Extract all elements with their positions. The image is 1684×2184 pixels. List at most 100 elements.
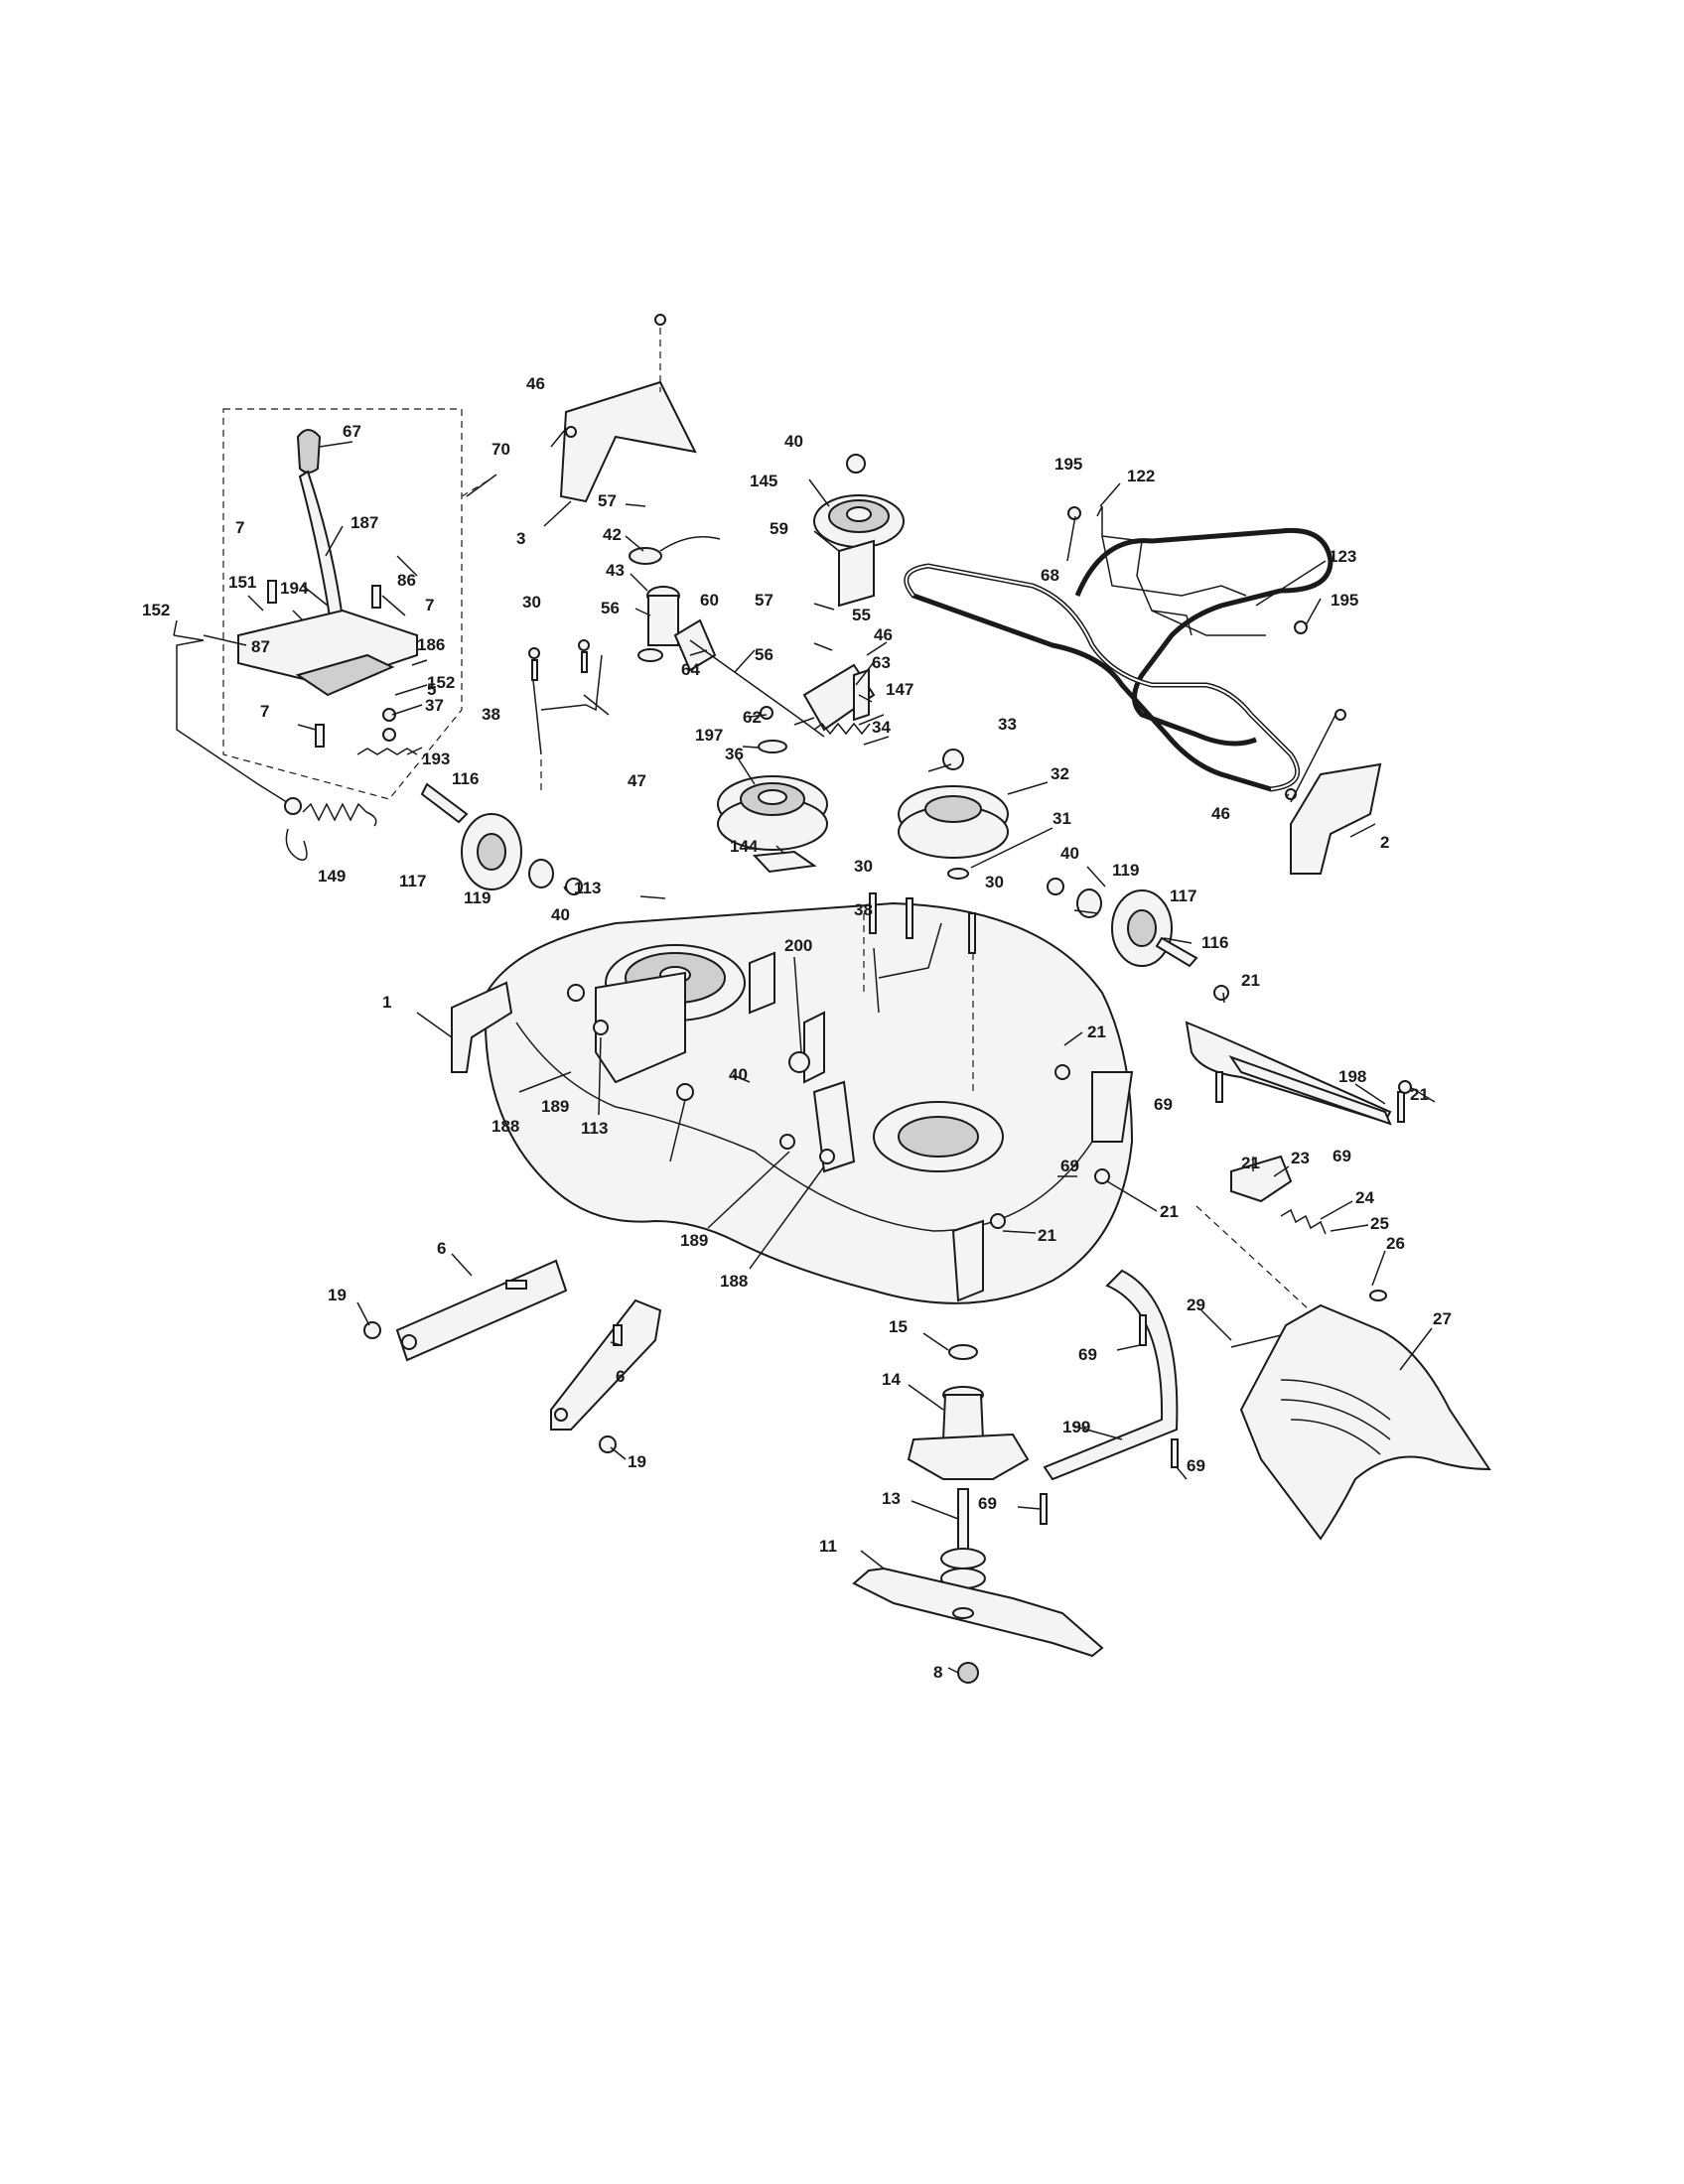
callout-69f: 69 bbox=[978, 1494, 997, 1513]
callout-19b: 19 bbox=[628, 1452, 646, 1471]
callout-151: 151 bbox=[228, 573, 256, 592]
lever-assembly-group bbox=[222, 408, 492, 800]
callout-3: 3 bbox=[516, 529, 525, 548]
callout-40d: 40 bbox=[729, 1065, 748, 1084]
callout-6b: 6 bbox=[616, 1367, 625, 1386]
callout-69b: 69 bbox=[1060, 1157, 1079, 1175]
callout-2: 2 bbox=[1380, 833, 1389, 852]
right-belt-guard bbox=[1285, 709, 1382, 875]
deck-bolts bbox=[869, 892, 976, 1014]
callout-119b: 119 bbox=[1112, 861, 1139, 880]
callout-117a: 117 bbox=[399, 872, 426, 890]
callout-8: 8 bbox=[933, 1663, 942, 1682]
callout-59: 59 bbox=[770, 519, 788, 538]
mower-deck-shell bbox=[451, 901, 1134, 1304]
callout-labels: 1 2 3 5 6 6 7 7 7 8 11 13 14 15 19 19 21… bbox=[142, 374, 1452, 1682]
callout-189a: 189 bbox=[541, 1097, 569, 1116]
callout-63: 63 bbox=[872, 653, 891, 672]
callout-23: 23 bbox=[1291, 1149, 1310, 1167]
callout-6a: 6 bbox=[437, 1239, 446, 1258]
callout-193: 193 bbox=[422, 750, 450, 768]
callout-113a: 113 bbox=[574, 879, 601, 897]
callout-19a: 19 bbox=[328, 1286, 347, 1304]
callout-30c: 30 bbox=[985, 873, 1004, 891]
callout-7c: 7 bbox=[260, 702, 269, 721]
callout-30b: 30 bbox=[854, 857, 873, 876]
discharge-chute bbox=[1230, 1290, 1491, 1541]
lift-rod bbox=[173, 634, 377, 861]
callout-33: 33 bbox=[998, 715, 1017, 734]
callout-189b: 189 bbox=[680, 1231, 708, 1250]
callout-27: 27 bbox=[1433, 1309, 1452, 1328]
leader-lines bbox=[173, 430, 1436, 1674]
callout-186: 186 bbox=[417, 635, 445, 654]
callout-69e: 69 bbox=[1187, 1456, 1205, 1475]
callout-195b: 195 bbox=[1331, 591, 1358, 610]
baffle bbox=[1040, 1269, 1179, 1525]
callout-117b: 117 bbox=[1170, 887, 1196, 905]
callout-62: 62 bbox=[743, 708, 762, 727]
callout-195a: 195 bbox=[1054, 455, 1082, 474]
idler-pulley-upper bbox=[813, 454, 905, 608]
callout-47: 47 bbox=[628, 771, 646, 790]
callout-26: 26 bbox=[1386, 1234, 1405, 1253]
callout-31: 31 bbox=[1052, 809, 1071, 828]
callout-122: 122 bbox=[1127, 467, 1155, 485]
lift-shaft-left bbox=[528, 639, 603, 794]
callout-69c: 69 bbox=[1333, 1147, 1351, 1165]
callout-21a: 21 bbox=[1241, 971, 1260, 990]
callout-152a: 152 bbox=[142, 601, 170, 619]
callout-40b: 40 bbox=[551, 905, 570, 924]
mower-blade bbox=[852, 1567, 1104, 1684]
callout-123: 123 bbox=[1329, 547, 1356, 566]
callout-36: 36 bbox=[725, 745, 744, 763]
callout-43: 43 bbox=[606, 561, 625, 580]
callout-70: 70 bbox=[491, 440, 510, 459]
callout-1: 1 bbox=[382, 993, 391, 1012]
callout-38a: 38 bbox=[482, 705, 500, 724]
gauge-wheel-right bbox=[1047, 878, 1198, 968]
callout-21b: 21 bbox=[1087, 1023, 1106, 1041]
spindle-pulley-center bbox=[717, 740, 828, 874]
callout-21d: 21 bbox=[1241, 1154, 1260, 1172]
callout-13: 13 bbox=[882, 1489, 901, 1508]
callout-14: 14 bbox=[882, 1370, 901, 1389]
chute-deflector-rod bbox=[1185, 985, 1412, 1321]
callout-152b: 152 bbox=[427, 673, 455, 692]
callout-198: 198 bbox=[1338, 1067, 1366, 1086]
gauge-wheel-left bbox=[420, 782, 583, 895]
tension-bracket bbox=[760, 663, 876, 736]
callout-149: 149 bbox=[318, 867, 346, 886]
callout-32: 32 bbox=[1051, 764, 1069, 783]
callout-87: 87 bbox=[251, 637, 270, 656]
callout-144: 144 bbox=[730, 837, 759, 856]
callout-145: 145 bbox=[750, 472, 777, 490]
callout-55: 55 bbox=[852, 606, 871, 624]
callout-5: 5 bbox=[427, 680, 436, 699]
callout-25: 25 bbox=[1370, 1214, 1389, 1233]
callout-46c: 46 bbox=[1211, 804, 1230, 823]
callout-188b: 188 bbox=[720, 1272, 748, 1291]
callout-68: 68 bbox=[1041, 566, 1059, 585]
callout-116b: 116 bbox=[1201, 933, 1228, 952]
callout-56a: 56 bbox=[601, 599, 620, 617]
callout-57a: 57 bbox=[598, 491, 617, 510]
callout-21e: 21 bbox=[1160, 1202, 1179, 1221]
callout-119a: 119 bbox=[464, 888, 491, 907]
callout-37: 37 bbox=[425, 696, 444, 715]
spindle-pulley-right bbox=[898, 749, 1009, 880]
callout-60: 60 bbox=[700, 591, 719, 610]
callout-200: 200 bbox=[784, 936, 812, 955]
idler-arm-assembly bbox=[629, 536, 825, 738]
belt-keeper-rod bbox=[1067, 505, 1308, 636]
stabilizer-arm-left bbox=[363, 1259, 568, 1362]
callout-21f: 21 bbox=[1038, 1226, 1056, 1245]
callout-57b: 57 bbox=[755, 591, 773, 610]
callout-67: 67 bbox=[343, 422, 361, 441]
callout-69d: 69 bbox=[1078, 1345, 1097, 1364]
callout-7a: 7 bbox=[235, 518, 244, 537]
callout-86: 86 bbox=[397, 571, 416, 590]
callout-116a: 116 bbox=[452, 769, 479, 788]
callout-188a: 188 bbox=[491, 1117, 519, 1136]
